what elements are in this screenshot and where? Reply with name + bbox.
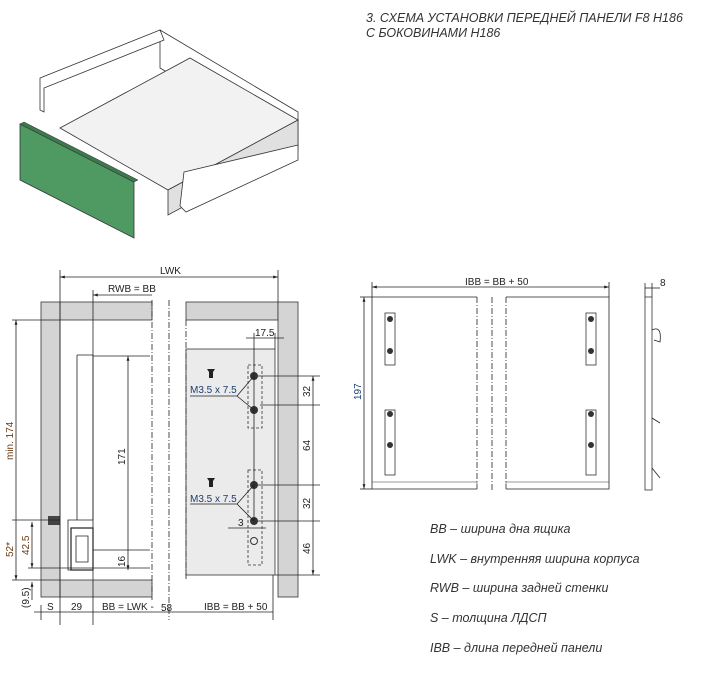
thickness-8-label: 8 <box>660 278 666 289</box>
top-rail-left <box>59 301 153 321</box>
title-line-2: С БОКОВИНАМИ H186 <box>366 26 501 40</box>
hinge-screw <box>48 516 60 525</box>
screw-icon <box>207 369 215 378</box>
section-view-labels: LWK RWB = BB min. 174 52* 42.5 (9.5) 171… <box>5 266 313 614</box>
cabinet-left-wall <box>40 301 61 598</box>
dim-46: 46 <box>302 542 313 554</box>
ibb-label: IBB = BB + 50 <box>204 602 268 613</box>
legend-item-ibb: IBB – длина передней панели <box>430 640 603 655</box>
rwb-label: RWB = BB <box>108 284 156 295</box>
dim-32-lower: 32 <box>302 497 313 509</box>
bottom-rail-left <box>59 579 153 598</box>
title-line-1: 3. СХЕМА УСТАНОВКИ ПЕРЕДНЕЙ ПАНЕЛИ F8 H1… <box>366 11 683 25</box>
dim-17-5-label: 17.5 <box>255 328 275 339</box>
dim-32-upper: 32 <box>302 385 313 397</box>
dim-52-label: 52* <box>5 542 16 557</box>
dim-171-label: 171 <box>117 448 128 465</box>
screw-spec-upper: M3.5 x 7.5 <box>190 385 237 396</box>
front-ibb-label: IBB = BB + 50 <box>465 277 529 288</box>
s-label: S <box>47 602 54 613</box>
legend-item-s: S – толщина ЛДСП <box>430 611 547 626</box>
bb-label: BB = LWK - <box>102 602 154 613</box>
isometric-drawer <box>19 29 299 239</box>
top-rail-right <box>185 301 279 321</box>
fitting-brackets <box>384 312 597 476</box>
dim-16-label: 16 <box>117 555 128 567</box>
side-profile <box>644 296 653 491</box>
dim-64: 64 <box>302 439 313 451</box>
screw-spec-lower: M3.5 x 7.5 <box>190 494 237 505</box>
lwk-label: LWK <box>160 266 181 277</box>
drawer-left-side <box>39 29 165 113</box>
section-view <box>12 270 320 625</box>
screw-icon <box>207 478 215 487</box>
legend-item-lwk: LWK – внутренняя ширина корпуса <box>430 551 640 566</box>
front-view <box>360 282 661 492</box>
drawer-right-side <box>179 144 299 213</box>
front-view-labels: IBB = BB + 50 197 8 <box>353 277 666 400</box>
dim-3: 3 <box>238 518 244 529</box>
legend: BB – ширина дна ящика LWK – внутренняя ш… <box>430 522 640 670</box>
diagram-title: 3. СХЕМА УСТАНОВКИ ПЕРЕДНЕЙ ПАНЕЛИ F8 H1… <box>366 11 683 41</box>
dim-9-5-label: (9.5) <box>21 587 32 608</box>
min174-label: min. 174 <box>5 421 16 460</box>
cabinet-right-wall <box>277 301 299 598</box>
dim-42-5-label: 42.5 <box>21 535 32 555</box>
dim-29-label: 29 <box>71 602 83 613</box>
legend-item-rwb: RWB – ширина задней стенки <box>430 581 609 596</box>
front-panel-section <box>185 348 276 576</box>
dim-58-label: 58 <box>161 603 173 614</box>
legend-item-bb: BB – ширина дна ящика <box>430 522 571 536</box>
height-197-label: 197 <box>353 383 364 400</box>
